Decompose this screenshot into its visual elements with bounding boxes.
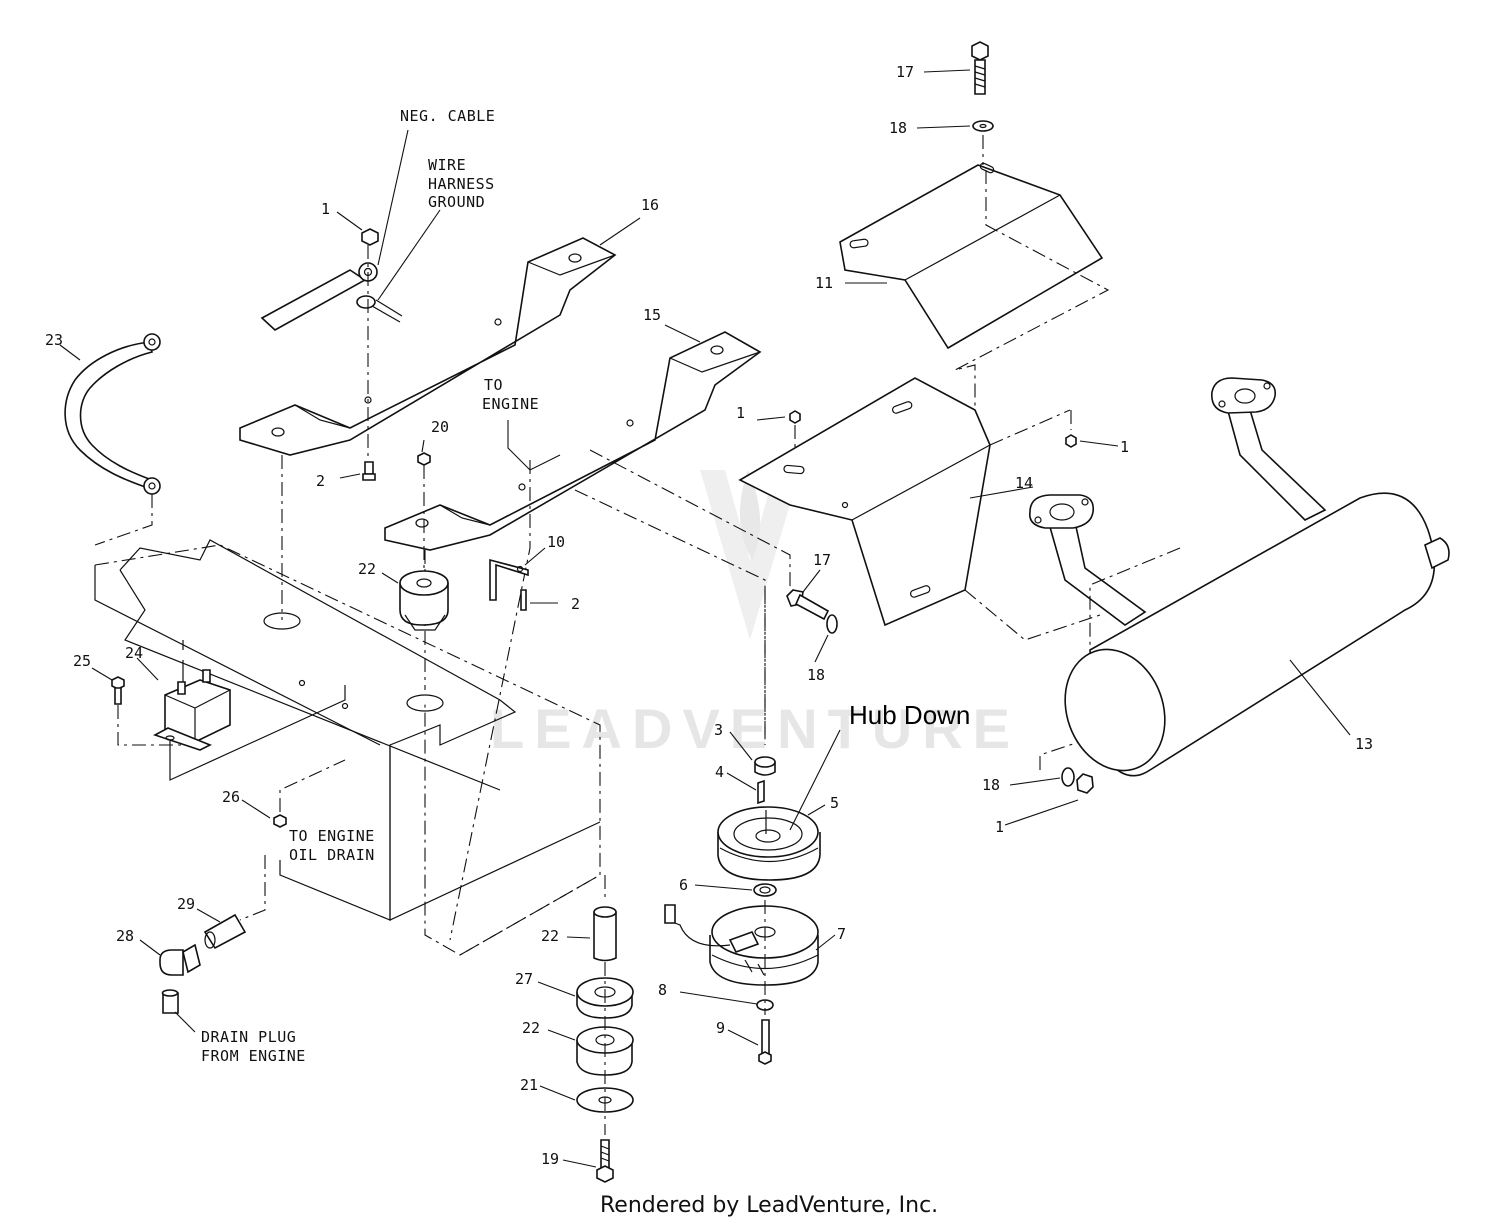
callout-14: 14 — [1015, 474, 1033, 492]
callout-5: 5 — [830, 794, 839, 812]
callout-21: 21 — [520, 1076, 538, 1094]
callout-17: 17 — [813, 551, 831, 569]
callout-13: 13 — [1355, 735, 1373, 753]
callout-15: 15 — [643, 306, 661, 324]
callout-19: 19 — [541, 1150, 559, 1168]
leader-lines — [59, 69, 1351, 1168]
engine-deck — [94, 539, 601, 956]
callout-27: 27 — [515, 970, 533, 988]
note-wire-harness-line3: GROUND — [428, 193, 485, 211]
clip-10 — [489, 558, 529, 611]
mount-bracket-16 — [239, 237, 617, 620]
callout-4: 4 — [715, 763, 724, 781]
mount-bracket-15 — [384, 331, 762, 690]
callout-22: 22 — [541, 927, 559, 945]
callout-16: 16 — [641, 196, 659, 214]
note-wire-harness-line1: WIRE — [428, 156, 466, 174]
watermark: LEADVENTURE — [490, 470, 1020, 760]
callout-labels: 1 1 1 1 2 2 3 4 5 6 7 8 9 10 11 13 14 15… — [45, 63, 1373, 1168]
callout-11: 11 — [815, 274, 833, 292]
heat-shield-14 — [738, 377, 1101, 641]
footer-credit: Rendered by LeadVenture, Inc. — [600, 1193, 938, 1218]
callout-25: 25 — [73, 652, 91, 670]
callout-22: 22 — [358, 560, 376, 578]
callout-1: 1 — [995, 818, 1004, 836]
note-drain-plug-line2: FROM ENGINE — [201, 1047, 306, 1065]
callout-20: 20 — [431, 418, 449, 436]
callout-18: 18 — [889, 119, 907, 137]
heat-shield-11 — [839, 162, 1110, 430]
callout-3: 3 — [714, 721, 723, 739]
callout-22: 22 — [522, 1019, 540, 1037]
callout-23: 23 — [45, 331, 63, 349]
callout-29: 29 — [177, 895, 195, 913]
note-wire-harness-line2: HARNESS — [428, 175, 495, 193]
isolator-22-upper — [399, 570, 449, 631]
note-to-engine-line1: TO — [484, 376, 503, 394]
pto-clutch-stack — [664, 590, 821, 1065]
battery-cable-23 — [64, 333, 161, 546]
callout-26: 26 — [222, 788, 240, 806]
solenoid-24 — [152, 640, 231, 751]
callout-2: 2 — [571, 595, 580, 613]
annotation-notes: NEG. CABLE WIRE HARNESS GROUND TO ENGINE… — [201, 107, 970, 1065]
callout-18: 18 — [807, 666, 825, 684]
callout-28: 28 — [116, 927, 134, 945]
note-neg-cable: NEG. CABLE — [400, 107, 495, 125]
note-hub-down: Hub Down — [849, 700, 970, 730]
callout-6: 6 — [679, 876, 688, 894]
callout-1: 1 — [321, 200, 330, 218]
callout-8: 8 — [658, 981, 667, 999]
watermark-text: LEADVENTURE — [490, 697, 1020, 760]
muffler-13 — [1028, 377, 1450, 777]
callout-9: 9 — [716, 1019, 725, 1037]
callout-1: 1 — [736, 404, 745, 422]
note-oil-drain-line2: OIL DRAIN — [289, 846, 375, 864]
callout-10: 10 — [547, 533, 565, 551]
oil-drain-fitting — [159, 855, 266, 1014]
callout-17: 17 — [896, 63, 914, 81]
note-drain-plug-line1: DRAIN PLUG — [201, 1028, 296, 1046]
small-hardware — [111, 41, 1094, 828]
callout-18: 18 — [982, 776, 1000, 794]
callout-2: 2 — [316, 472, 325, 490]
callout-1: 1 — [1120, 438, 1129, 456]
note-oil-drain-line1: TO ENGINE — [289, 827, 375, 845]
callout-7: 7 — [837, 925, 846, 943]
isolator-stack-lower — [576, 875, 634, 1183]
note-to-engine-line2: ENGINE — [482, 395, 539, 413]
callout-24: 24 — [125, 644, 143, 662]
